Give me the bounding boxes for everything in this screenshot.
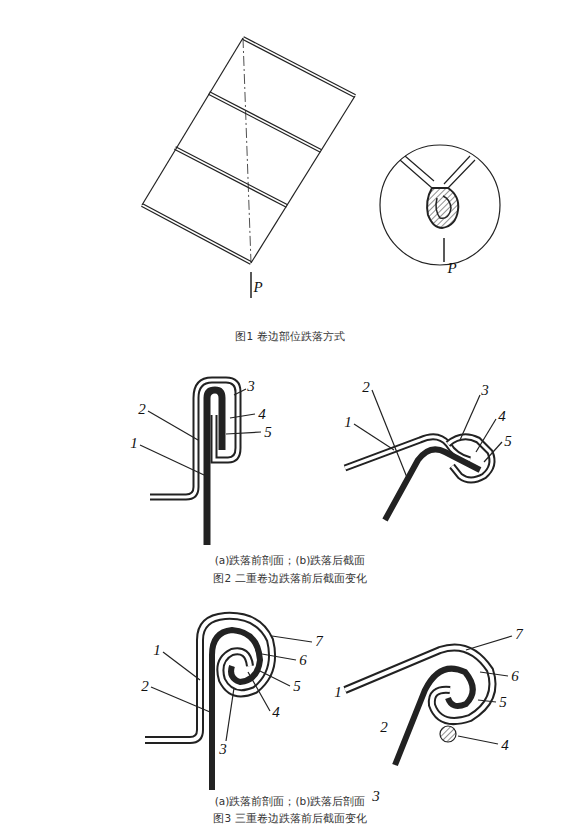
callout-number: P [447, 261, 456, 276]
callout-number: 3 [219, 742, 227, 757]
callout-number: 5 [293, 679, 301, 694]
callout-number: P [253, 280, 262, 295]
callout-number: 4 [272, 705, 280, 720]
figure-caption: 图2 二重卷边跌落前后截面变化 [213, 572, 366, 585]
callout-number: 6 [511, 669, 519, 684]
figure-caption: 图1 卷边部位跌落方式 [235, 330, 344, 343]
callout-number: 2 [380, 720, 388, 735]
callout-number: 2 [362, 380, 370, 395]
callout-number: 4 [498, 409, 506, 424]
figure-caption: 图3 三重卷边跌落前后截面变化 [213, 812, 366, 825]
callout-number: 6 [299, 653, 307, 668]
figure-caption: (a)跌落前剖面；(b)跌落后剖面 [215, 795, 366, 808]
callout-number: 2 [141, 679, 149, 694]
callout-number: 2 [138, 402, 146, 417]
callout-number: 4 [258, 407, 266, 422]
callout-number: 7 [315, 634, 323, 649]
callout-number: 5 [504, 434, 512, 449]
callout-number: 3 [481, 383, 489, 398]
callout-number: 1 [334, 685, 342, 700]
figure-caption: (a)跌落前剖面；(b)跌落后截面 [215, 554, 366, 567]
callout-number: 7 [515, 627, 523, 642]
callout-number: 1 [153, 643, 161, 658]
callout-number: 3 [372, 789, 380, 804]
callout-number: 5 [264, 425, 272, 440]
callout-number: 1 [130, 436, 138, 451]
callout-number: 3 [247, 379, 255, 394]
callout-number: 1 [344, 415, 352, 430]
callout-number: 4 [501, 738, 509, 753]
callout-number: 5 [499, 695, 507, 710]
